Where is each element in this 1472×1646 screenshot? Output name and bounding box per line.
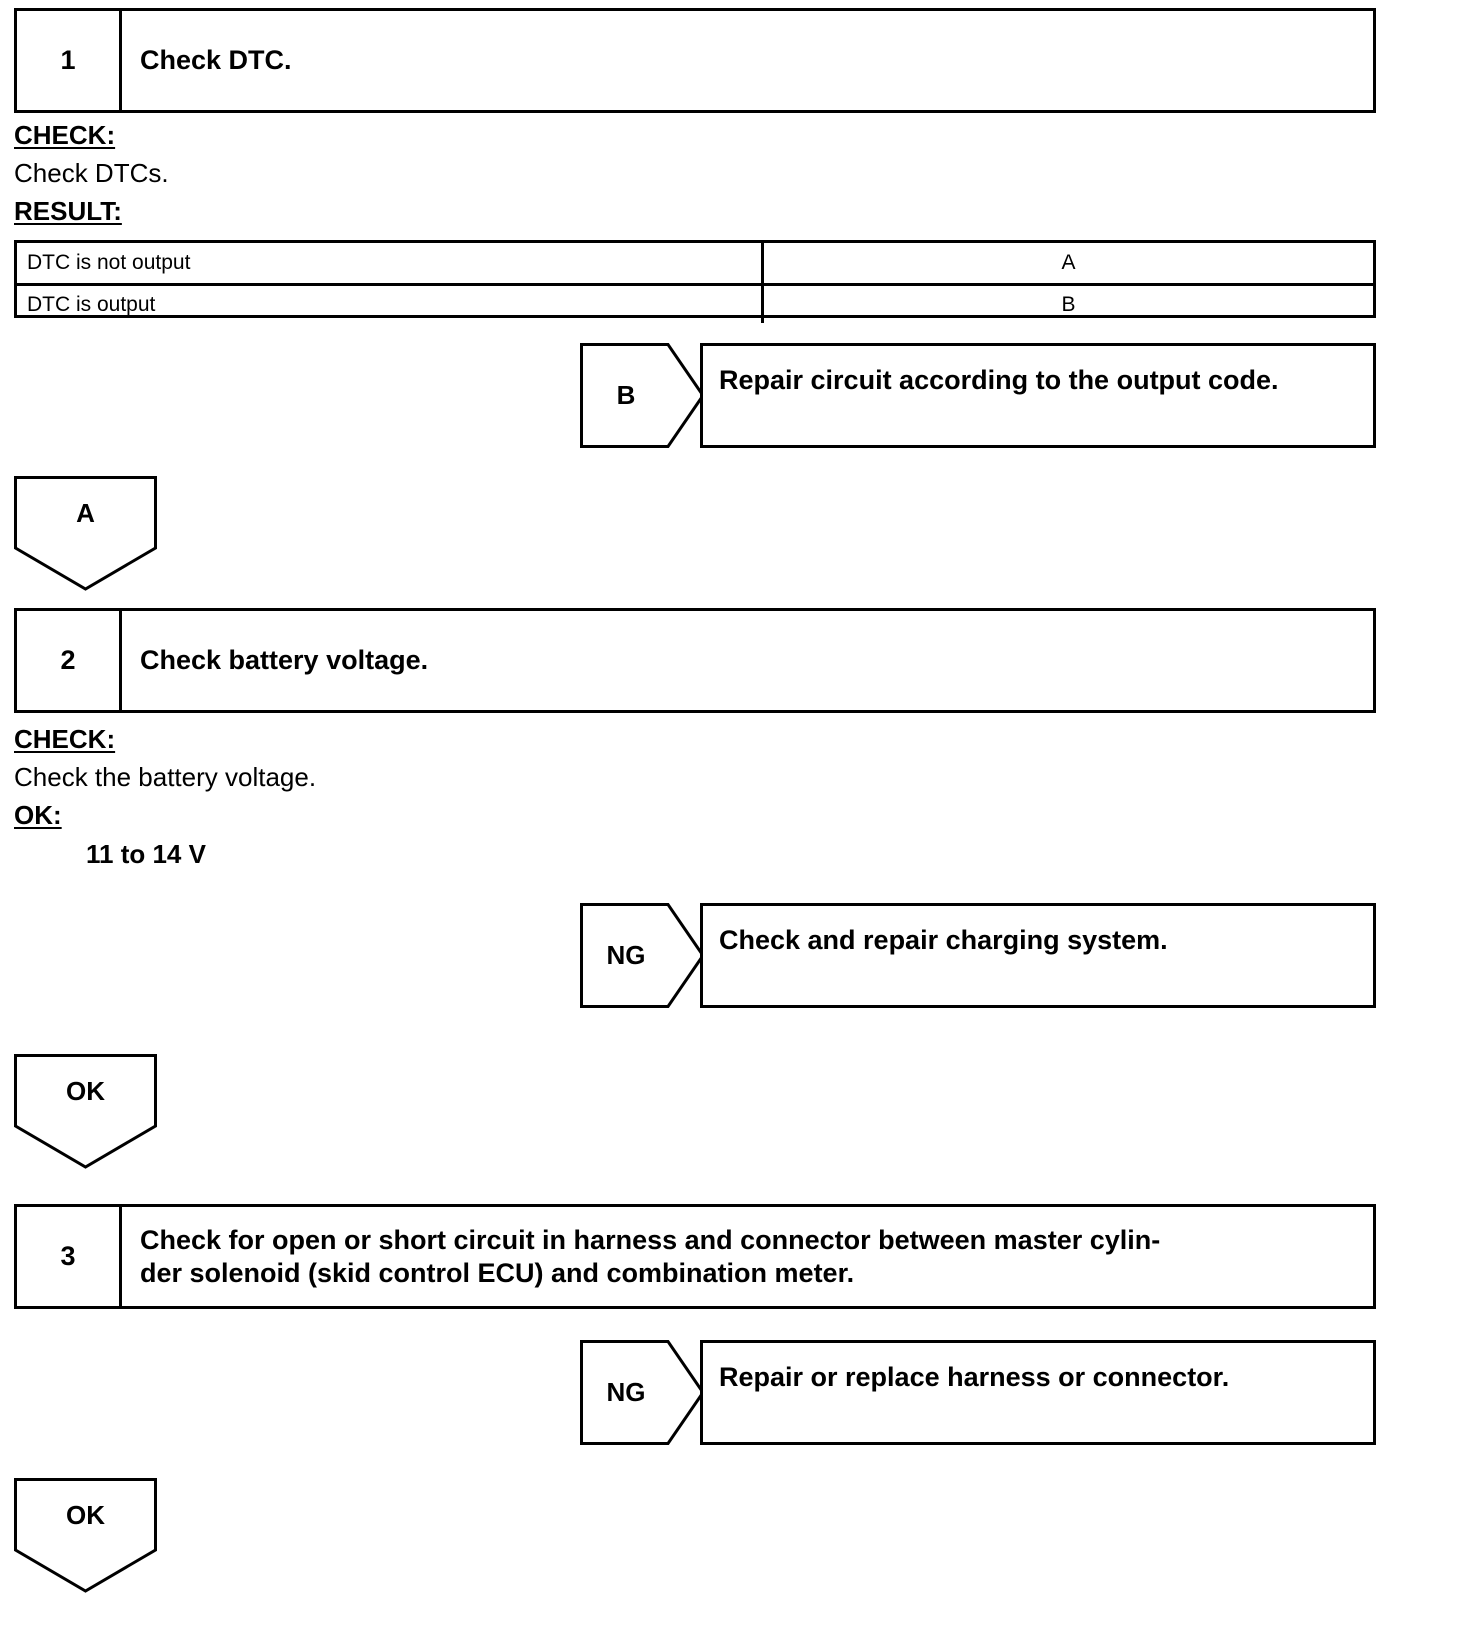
check-label-2: CHECK: — [14, 724, 116, 754]
connector-ok-2: OK — [14, 1478, 157, 1593]
result-value: B — [1061, 292, 1076, 316]
result-label-1: RESULT: — [14, 196, 122, 226]
result-condition: DTC is not output — [17, 243, 764, 283]
branch-tag-label-ng-3: NG — [606, 1377, 646, 1407]
table-row: DTC is not output A — [17, 243, 1373, 283]
step-title-3-line-1: Check for open or short circuit in harne… — [140, 1224, 1161, 1255]
result-value: A — [1061, 251, 1076, 274]
step-title-3-line-2: der solenoid (skid control ECU) and comb… — [140, 1257, 855, 1288]
step-number-2: 2 — [17, 611, 122, 710]
result-condition: DTC is output — [17, 286, 764, 323]
check-text-1: Check DTCs. — [14, 158, 169, 188]
connector-a: A — [14, 476, 157, 591]
branch-action-box-ng-3: Repair or replace harness or connector. — [700, 1340, 1376, 1445]
step-title-2: Check battery voltage. — [140, 645, 429, 676]
step-box-2: 2 Check battery voltage. — [14, 608, 1376, 713]
step-number-1: 1 — [17, 11, 122, 110]
step-title-1: Check DTC. — [140, 45, 292, 76]
step-box-3: 3 Check for open or short circuit in har… — [14, 1204, 1376, 1309]
connector-label-a: A — [76, 498, 95, 528]
connector-label-ok-2: OK — [66, 1500, 105, 1530]
branch-tag-shape-ng-2: NG — [580, 903, 705, 1008]
connector-label-ok-1: OK — [66, 1076, 105, 1106]
branch-tag-shape-ng-3: NG — [580, 1340, 705, 1445]
step-box-1: 1 Check DTC. — [14, 8, 1376, 113]
branch-ng-2: NG Check and repair charging system. — [580, 903, 1376, 1008]
branch-action-box-b: Repair circuit according to the output c… — [700, 343, 1376, 448]
branch-action-box-ng-2: Check and repair charging system. — [700, 903, 1376, 1008]
check-label-1: CHECK: — [14, 120, 116, 150]
connector-ok-1: OK — [14, 1054, 157, 1169]
check-text-2: Check the battery voltage. — [14, 762, 317, 792]
ok-value-2: 11 to 14 V — [86, 839, 206, 869]
table-row: DTC is output B — [17, 283, 1373, 323]
step-number-3: 3 — [17, 1207, 122, 1306]
result-table-1: DTC is not output A DTC is output B — [14, 240, 1376, 323]
step-title-3: Check for open or short circuit in harne… — [122, 1207, 1373, 1306]
ok-label-2: OK: — [14, 800, 62, 830]
branch-tag-label-ng-2: NG — [606, 940, 646, 970]
branch-tag-label-b: B — [616, 380, 636, 410]
branch-tag-shape-b: B — [580, 343, 705, 448]
branch-b: B Repair circuit according to the output… — [580, 343, 1376, 448]
branch-ng-3: NG Repair or replace harness or connecto… — [580, 1340, 1376, 1445]
